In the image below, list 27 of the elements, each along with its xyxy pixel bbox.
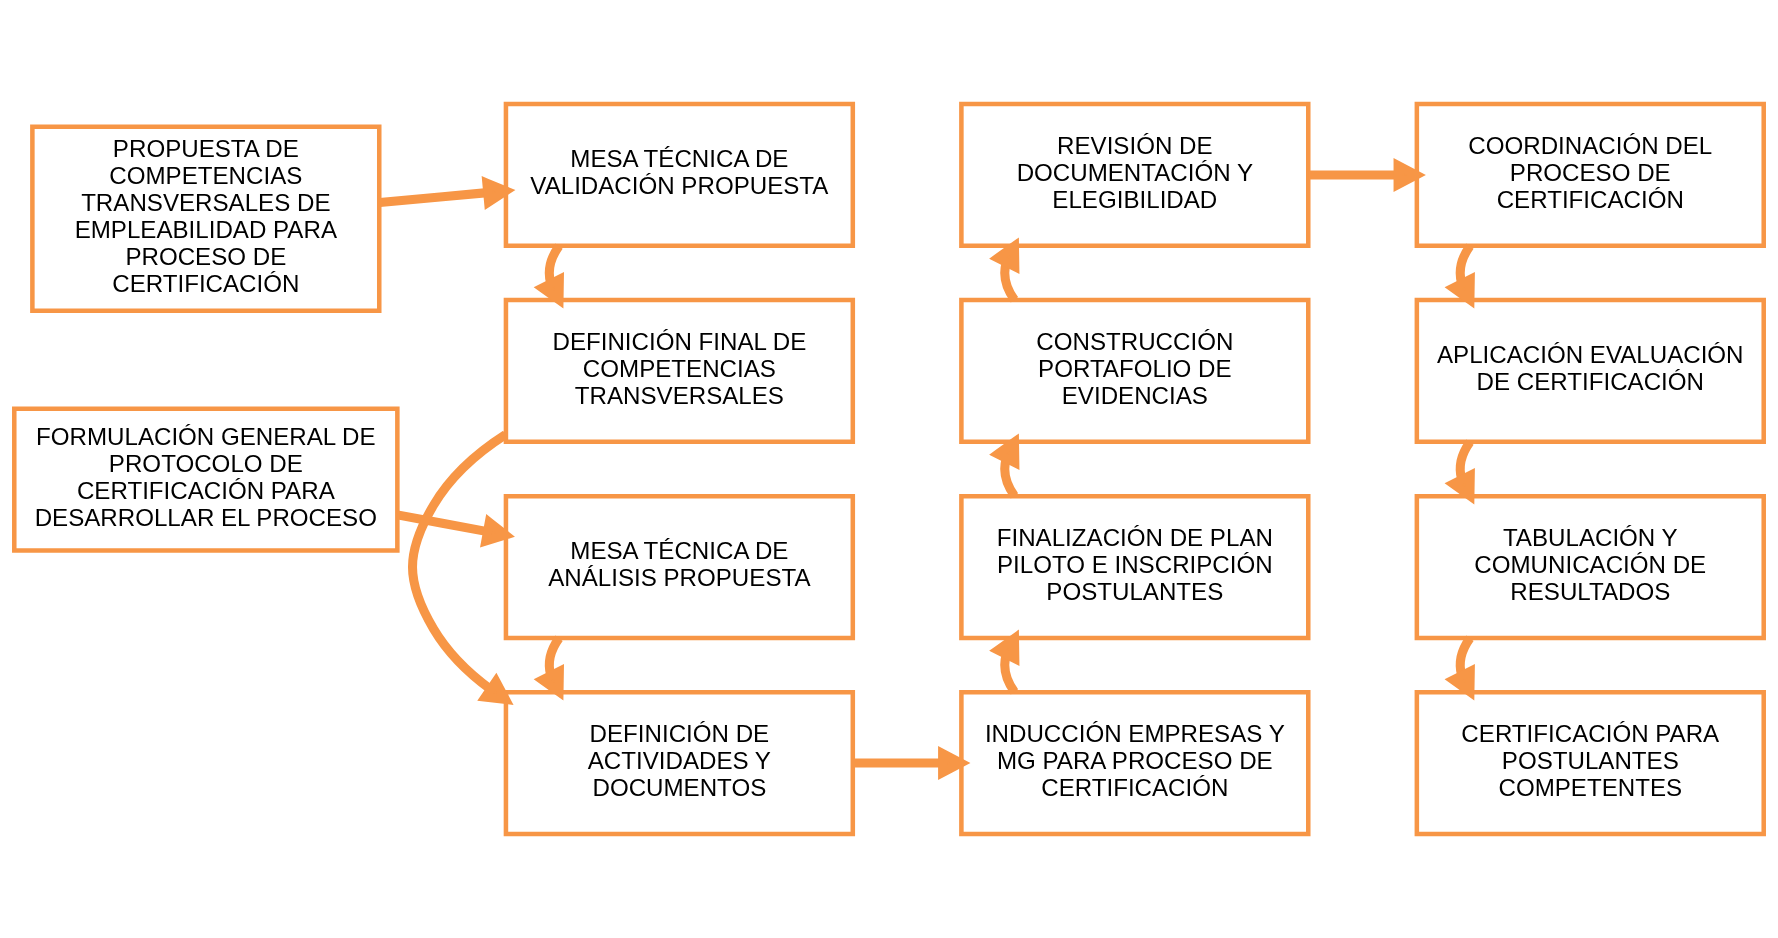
node-box: MESA TÉCNICA DE ANÁLISIS PROPUESTA bbox=[503, 493, 856, 641]
arrow bbox=[408, 430, 514, 705]
node-box: REVISIÓN DE DOCUMENTACIÓN Y ELEGIBILIDAD bbox=[959, 101, 1311, 249]
node-box: TABULACIÓN Y COMUNICACIÓN DE RESULTADOS bbox=[1414, 493, 1766, 641]
arrow bbox=[989, 433, 1020, 499]
node-box: FINALIZACIÓN DE PLAN PILOTO E INSCRIPCIÓN POSTULANTES bbox=[959, 493, 1311, 641]
arrow bbox=[989, 237, 1020, 303]
arrow bbox=[989, 629, 1020, 695]
node-box: COORDINACIÓN DEL PROCESO DE CERTIFICACIÓN bbox=[1414, 101, 1766, 249]
node-box: CERTIFICACIÓN PARA POSTULANTES COMPETENTES bbox=[1414, 689, 1766, 837]
arrow bbox=[1444, 635, 1475, 701]
node-box: DEFINICIÓN DE ACTIVIDADES Y DOCUMENTOS bbox=[503, 689, 856, 837]
node-box: FORMULACIÓN GENERAL DE PROTOCOLO DE CERTIFICACIÓN PARA DESARROLLAR EL PROCESO bbox=[12, 406, 400, 553]
arrow bbox=[1444, 439, 1475, 505]
node-box: INDUCCIÓN EMPRESAS Y MG PARA PROCESO DE CERTIFICACIÓN bbox=[959, 689, 1311, 837]
node-box: PROPUESTA DE COMPETENCIAS TRANSVERSALES DE EMPLEABILIDAD PARA PROCESO DE CERTIFICACIÓN bbox=[30, 124, 382, 313]
node-box: CONSTRUCCIÓN PORTAFOLIO DE EVIDENCIAS bbox=[959, 297, 1311, 445]
arrow bbox=[1308, 157, 1426, 192]
arrow bbox=[396, 510, 515, 548]
arrow bbox=[533, 243, 564, 309]
arrow bbox=[379, 176, 516, 210]
node-box: MESA TÉCNICA DE VALIDACIÓN PROPUESTA bbox=[503, 101, 856, 249]
arrow bbox=[533, 635, 564, 701]
arrow bbox=[1444, 243, 1475, 309]
arrow bbox=[853, 746, 971, 781]
node-box: DEFINICIÓN FINAL DE COMPETENCIAS TRANSVERSALES bbox=[503, 297, 856, 445]
node-box: APLICACIÓN EVALUACIÓN DE CERTIFICACIÓN bbox=[1414, 297, 1766, 445]
